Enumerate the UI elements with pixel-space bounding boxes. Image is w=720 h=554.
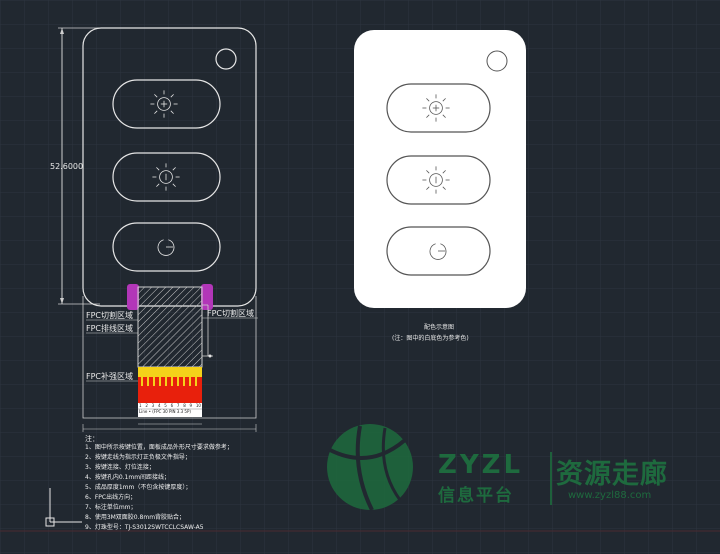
- note-item: 6、FPC出线方向；: [85, 494, 137, 501]
- watermark-brand: ZYZL: [438, 450, 524, 480]
- brightness-down-button-outline: [112, 152, 221, 202]
- pin-number: 4: [157, 403, 161, 408]
- note-item: 7、标注单位mm；: [85, 504, 137, 511]
- dimension-arrow-top: [60, 28, 64, 34]
- fpc-cut-right: [201, 284, 213, 310]
- render-subtitle: (注：图中的白底色为参考色): [392, 335, 469, 342]
- stiffener-fingers: [141, 371, 197, 386]
- note-item: 5、成品厚度1mm（不包含按键厚度）；: [85, 484, 192, 491]
- watermark-sub-left: 信息平台: [438, 486, 514, 506]
- pin-number: 8: [183, 403, 186, 408]
- pin-number: 7: [176, 403, 180, 408]
- note-item: 2、按键走线为指示灯正负极文件指导；: [85, 454, 191, 461]
- watermark-logo: [327, 424, 552, 511]
- color-render: [354, 30, 526, 308]
- pin-number: 1: [139, 403, 142, 408]
- pin-number: 10: [195, 403, 201, 408]
- fpc-stiffener-area-label: FPC补强区域: [86, 372, 134, 381]
- fpc-cut-area-right-label: FPC切割区域: [207, 309, 255, 318]
- fpc-bracket-marker: [208, 354, 212, 358]
- stiffener-yellow-top: [138, 367, 202, 377]
- render-indicator-hole: [486, 50, 508, 72]
- power-button-outline: [112, 222, 221, 272]
- note-item: 3、按键连接、灯位连接；: [85, 464, 155, 471]
- indicator-hole: [215, 48, 237, 70]
- technical-drawing: [58, 27, 258, 432]
- fpc-cut-area-left-label: FPC切割区域: [86, 311, 134, 320]
- notes-heading: 注：: [85, 435, 99, 443]
- render-title: 配色示意图: [424, 324, 455, 331]
- brightness-up-button-outline: [112, 79, 221, 129]
- fpc-cut-left: [127, 284, 139, 310]
- fpc-cable-area-label: FPC排线区域: [86, 324, 134, 333]
- pin-number: 3: [151, 403, 155, 408]
- watermark-url: www.zyzl88.com: [568, 490, 652, 501]
- panel-lower-outline: [82, 296, 257, 419]
- pin-number: 5: [164, 403, 167, 408]
- watermark-ball-icon: [327, 424, 413, 510]
- fpc-cable: [137, 286, 203, 368]
- note-item: 1、图中所示按键位置，面板成品外形尺寸要求做参考；: [85, 444, 233, 451]
- ucs-axis-icon: [45, 488, 82, 527]
- note-item: 4、按键孔内0.1mm间距接线；: [85, 474, 171, 481]
- render-brightness-down-button: [386, 155, 491, 205]
- pin-number: 2: [145, 403, 148, 408]
- height-dimension-value: 52.6000: [50, 162, 84, 171]
- note-item: 8、使用3M双面胶0.8mm背胶贴合；: [85, 514, 186, 521]
- notes-list: 1、图中所示按键位置，面板成品外形尺寸要求做参考； 2、按键走线为指示灯正负极文件…: [85, 443, 233, 533]
- pin-number: 9: [189, 403, 193, 408]
- pin-number: 6: [170, 403, 174, 408]
- pin-caption: Line • (FPC 30 PIN 3.3 5P): [139, 409, 191, 414]
- note-item: 9、灯珠型号：TJ-S3012SWTCCLCSAW-A5: [85, 524, 204, 531]
- dimension-arrow-bottom: [60, 298, 64, 304]
- pin-label-strip: [138, 403, 202, 417]
- watermark-sub-right: 资源走廊: [556, 459, 668, 490]
